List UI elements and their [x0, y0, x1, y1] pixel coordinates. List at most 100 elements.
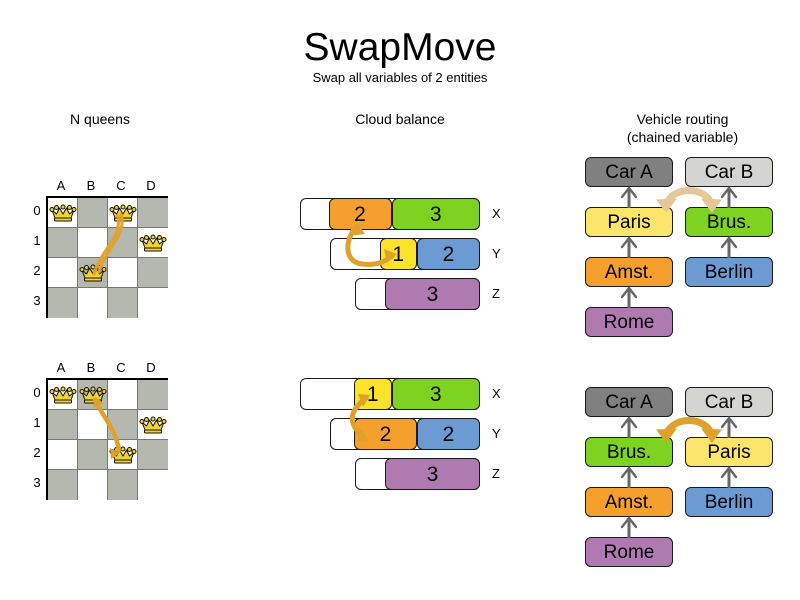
board-cell-D0 [138, 380, 168, 410]
vrp-node-label: Paris [707, 441, 751, 463]
board-col-header-C: C [116, 178, 126, 193]
cloud-process-segment: 3 [391, 378, 480, 410]
board-cell-A2 [48, 440, 78, 470]
cloud-process-segment: 2 [354, 418, 417, 450]
queen-icon [109, 446, 137, 464]
board-cell-D0 [138, 198, 168, 228]
cloud-process-value: 2 [442, 242, 455, 266]
cloud-process-segment: 2 [417, 238, 480, 270]
board-cell-B3 [78, 470, 108, 500]
chessboard [46, 196, 168, 318]
vrp-node-brus: Brus. [585, 437, 673, 467]
queen-piece [109, 203, 137, 223]
cloud-process-segment: 2 [328, 198, 392, 230]
vrp-node-label: Brus. [706, 211, 752, 233]
board-row-header-0: 0 [33, 203, 41, 218]
vrp-node-rome: Rome [585, 537, 673, 567]
cloud-computer-label-X: X [492, 386, 501, 401]
vrp-node-cara: Car A [585, 387, 673, 417]
board-cell-B1 [78, 410, 108, 440]
cloud-process-segment: 3 [385, 458, 480, 490]
cloud-process-value: 1 [366, 382, 379, 406]
vrp-node-carb: Car B [685, 157, 773, 187]
chain-arrow-up-icon [620, 236, 638, 258]
queen-piece [49, 203, 77, 223]
board-cell-C1 [108, 410, 138, 440]
board-col-header-B: B [86, 360, 96, 375]
vrp-node-label: Rome [603, 541, 655, 563]
board-col-header-C: C [116, 360, 126, 375]
board-row-header-3: 3 [33, 475, 41, 490]
vrp-node-label: Amst. [604, 261, 654, 283]
cloud-computer-label-Y: Y [492, 246, 501, 261]
board-row-header-2: 2 [33, 263, 41, 278]
vrp-node-label: Berlin [704, 491, 754, 513]
chain-arrow-up-icon [720, 416, 738, 438]
queen-piece [109, 445, 137, 465]
vrp-node-label: Car B [704, 391, 754, 413]
board-cell-C0 [108, 380, 138, 410]
queen-icon [139, 234, 167, 252]
cloud-process-segment: 1 [379, 238, 417, 270]
board-cell-A1 [48, 228, 78, 258]
board-row-header-0: 0 [33, 385, 41, 400]
cloud-process-segment: 3 [391, 198, 480, 230]
cloud-process-value: 3 [426, 282, 439, 306]
board-cell-B0 [78, 198, 108, 228]
chessboard [46, 378, 168, 500]
cloud-process-segment: 1 [354, 378, 392, 410]
board-cell-C3 [108, 288, 138, 318]
board-cell-B1 [78, 228, 108, 258]
board-cell-D3 [138, 470, 168, 500]
vrp-node-paris: Paris [585, 207, 673, 237]
queen-piece [49, 385, 77, 405]
cloud-row-Y: 2 2 Y [300, 418, 510, 450]
board-cell-C3 [108, 470, 138, 500]
cloud-computer-label-Y: Y [492, 426, 501, 441]
vrp-node-label: Berlin [704, 261, 754, 283]
chain-arrow-up-icon [620, 286, 638, 308]
cloud-process-value: 3 [426, 462, 439, 486]
cloud-process-segment: 2 [417, 418, 480, 450]
vrp-node-label: Amst. [604, 491, 654, 513]
board-cell-A3 [48, 470, 78, 500]
vrp-node-label: Car B [704, 161, 754, 183]
cloud-process-value: 2 [354, 202, 366, 226]
section-heading-nqueens: N queens [70, 111, 130, 127]
chain-arrow-up-icon [620, 186, 638, 208]
queen-piece [139, 233, 167, 253]
vrp-node-amst: Amst. [585, 257, 673, 287]
section-heading-cloud-balance: Cloud balance [355, 111, 445, 127]
vrp-node-brus: Brus. [685, 207, 773, 237]
queen-piece [139, 415, 167, 435]
cloud-row-Y: 1 2 Y [300, 238, 510, 270]
vrp-node-berlin: Berlin [685, 257, 773, 287]
queen-icon [109, 204, 137, 222]
page-subtitle: Swap all variables of 2 entities [312, 70, 488, 85]
chain-arrow-up-icon [620, 466, 638, 488]
cloud-process-value: 2 [442, 422, 455, 446]
board-cell-B2 [78, 440, 108, 470]
board-row-header-3: 3 [33, 293, 41, 308]
cloud-process-value: 3 [429, 202, 442, 226]
vrp-node-cara: Car A [585, 157, 673, 187]
queen-piece [79, 385, 107, 405]
board-cell-A2 [48, 258, 78, 288]
board-col-header-A: A [56, 178, 66, 193]
queen-icon [79, 386, 107, 404]
vrp-node-paris: Paris [685, 437, 773, 467]
vrp-node-label: Paris [607, 211, 651, 233]
board-col-header-D: D [146, 360, 156, 375]
cloud-computer-label-Z: Z [492, 466, 500, 481]
chain-arrow-up-icon [620, 416, 638, 438]
vrp-node-label: Car A [605, 161, 653, 183]
board-row-header-1: 1 [33, 233, 41, 248]
board-col-header-D: D [146, 178, 156, 193]
vrp-node-label: Brus. [606, 441, 652, 463]
chain-arrow-up-icon [720, 236, 738, 258]
cloud-computer-label-X: X [492, 206, 501, 221]
